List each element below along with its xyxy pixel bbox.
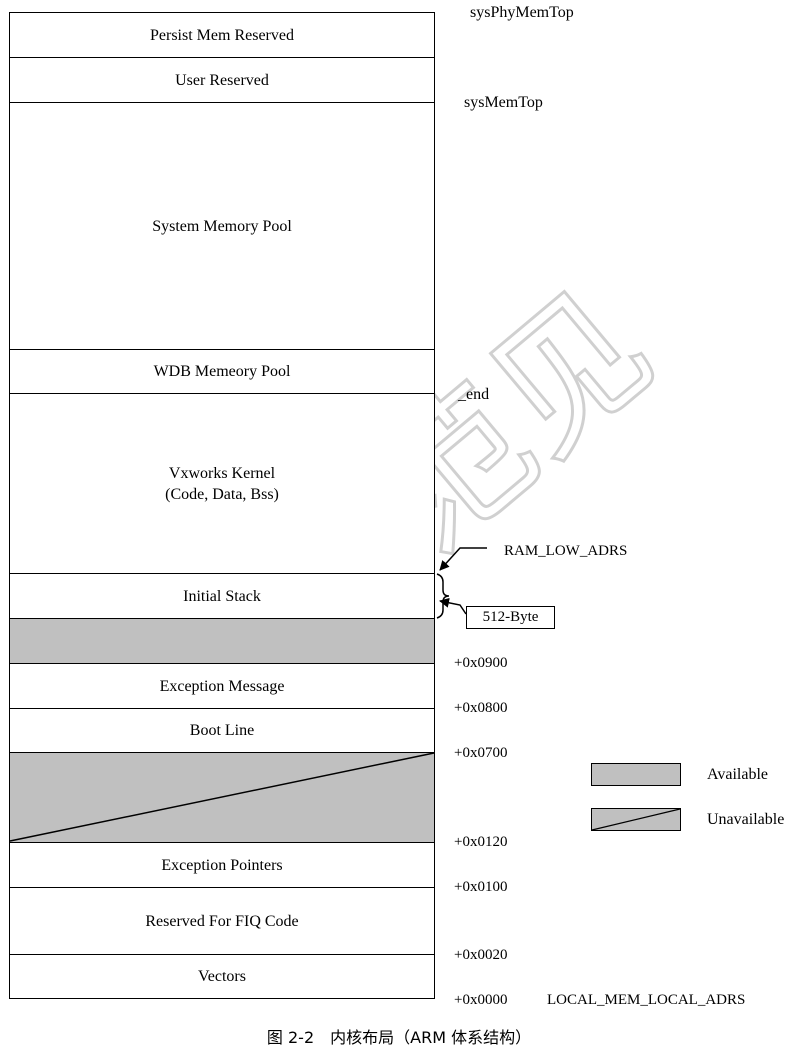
label-end: _end	[458, 386, 490, 403]
block-reserved-fiq-code: Reserved For FIQ Code	[9, 887, 435, 955]
block-vxworks-kernel: Vxworks Kernel (Code, Data, Bss)	[9, 393, 435, 574]
offset-0020: +0x0020	[454, 947, 508, 963]
stack-brace	[436, 573, 450, 619]
label-local-mem-local-adrs: LOCAL_MEM_LOCAL_ADRS	[547, 992, 746, 1008]
label-sys-mem-top: sysMemTop	[464, 94, 543, 111]
figure-caption: 图 2-2 内核布局（ARM 体系结构）	[266, 1028, 532, 1047]
offset-0120: +0x0120	[454, 834, 508, 850]
block-persist-mem-reserved: Persist Mem Reserved	[9, 12, 435, 58]
stack-size-leader	[439, 597, 467, 615]
ram-low-adrs-leader	[439, 547, 487, 571]
legend-label-unavailable: Unavailable	[707, 811, 785, 828]
offset-0700: +0x0700	[454, 745, 508, 761]
offset-0000: +0x0000	[454, 992, 508, 1008]
block-vectors: Vectors	[9, 954, 435, 999]
offset-0800: +0x0800	[454, 700, 508, 716]
offset-0900: +0x0900	[454, 655, 508, 671]
block-available-region	[9, 618, 435, 664]
label-sys-phy-mem-top: sysPhyMemTop	[470, 4, 574, 21]
legend-swatch-available	[591, 763, 681, 786]
label-ram-low-adrs: RAM_LOW_ADRS	[504, 543, 628, 559]
block-exception-pointers: Exception Pointers	[9, 842, 435, 888]
offset-0100: +0x0100	[454, 879, 508, 895]
block-initial-stack: Initial Stack	[9, 573, 435, 619]
legend-swatch-unavailable	[591, 808, 681, 831]
stack-size-box: 512-Byte	[466, 606, 555, 629]
block-exception-message: Exception Message	[9, 663, 435, 709]
block-user-reserved: User Reserved	[9, 57, 435, 103]
block-wdb-memory-pool: WDB Memeory Pool	[9, 349, 435, 394]
block-boot-line: Boot Line	[9, 708, 435, 753]
block-unavailable-region	[9, 752, 435, 843]
legend-label-available: Available	[707, 766, 769, 783]
block-system-memory-pool: System Memory Pool	[9, 102, 435, 350]
